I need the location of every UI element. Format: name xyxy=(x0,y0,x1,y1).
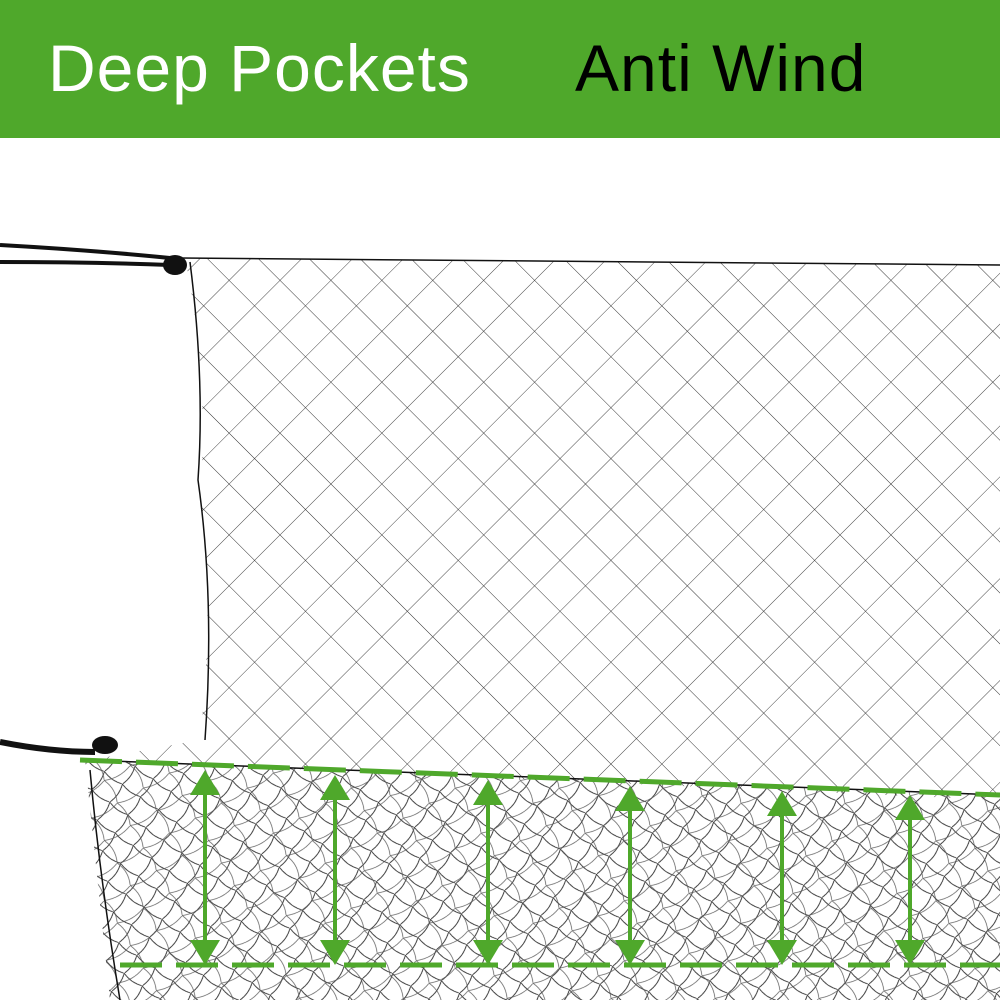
net-photo xyxy=(0,243,1000,1000)
header-banner: Deep Pockets Anti Wind xyxy=(0,0,1000,138)
arrow-icon xyxy=(190,770,925,965)
upper-net xyxy=(90,257,1000,800)
rope xyxy=(0,243,187,755)
anti-wind-label: Anti Wind xyxy=(575,31,867,105)
deep-pockets-label: Deep Pockets xyxy=(48,31,471,105)
pocket-depth-indicators xyxy=(79,757,1000,968)
